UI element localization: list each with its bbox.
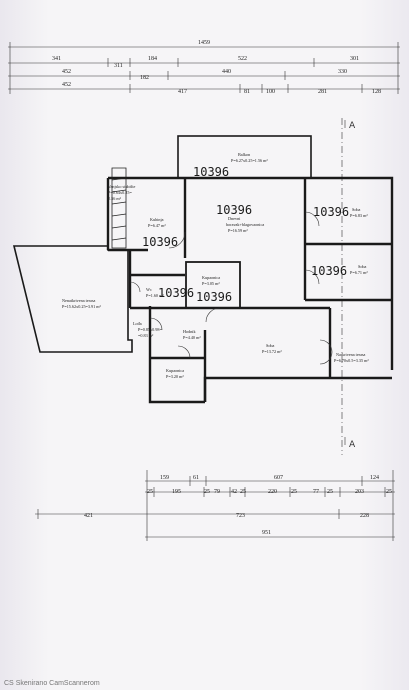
dim-label: 440 <box>222 69 231 75</box>
dim-label: 159 <box>160 475 169 481</box>
dim-label: 79 <box>214 489 220 495</box>
room-area-soba-3: P=13.72 m² <box>262 349 282 354</box>
dim-total-top: 1459 <box>198 40 210 46</box>
wall-lower-left <box>148 306 205 404</box>
room-label-kupaonica-2: Kupaonica <box>166 368 184 373</box>
room-area-soba-2: P=6.71 m² <box>350 270 368 275</box>
dim-total-bottom: 951 <box>262 530 271 536</box>
dim-label: 81 <box>244 89 250 95</box>
staircase <box>111 167 127 249</box>
room-label-balkon: Balkon <box>238 152 251 157</box>
dim-label: 77 <box>313 489 319 495</box>
room-label-soba-3: Soba <box>266 343 275 348</box>
room-label-soba-1: Soba <box>352 207 361 212</box>
dim-label: 330 <box>338 69 347 75</box>
room-label-soba-2: Soba <box>358 264 367 269</box>
handwritten-number: 10396 <box>142 235 178 249</box>
room-area-stubiste: P=0.64x0.25= <box>108 190 132 195</box>
dim-label: 195 <box>172 489 181 495</box>
room-label-terasa-lijeva: Nenatkrivena terasa <box>62 298 96 303</box>
dim-label: 220 <box>268 489 277 495</box>
room-area-balkon: P=6.27x0.25=1.56 m² <box>231 158 268 163</box>
room-area-dnevni: P=16.59 m² <box>228 228 248 233</box>
dim-ticks-top <box>9 42 399 94</box>
dim-label: 25 <box>386 489 392 495</box>
dim-label: 124 <box>370 475 379 481</box>
dim-label: 228 <box>360 513 369 519</box>
room-area-kupaonica-1: P=3.05 m² <box>202 281 220 286</box>
dim-label: 607 <box>274 475 283 481</box>
dim-label: 184 <box>148 56 157 62</box>
dim-label: 100 <box>266 89 275 95</box>
dim-label: 522 <box>238 56 247 62</box>
dim-label: 301 <box>350 56 359 62</box>
walls <box>106 135 394 404</box>
dim-label: 281 <box>318 89 327 95</box>
room-label-terasa-desna: Natkrivena terasa <box>336 352 366 357</box>
dim-label: 182 <box>140 75 149 81</box>
terrace-left-outline <box>12 245 133 353</box>
dim-label: 311 <box>114 63 123 69</box>
handwritten-number: 10396 <box>158 286 194 300</box>
handwritten-number: 10396 <box>311 264 347 278</box>
room-area-wc: P=1.60 m² <box>146 293 164 298</box>
room-label-wc: Wc <box>146 287 152 292</box>
dim-label: 341 <box>52 56 61 62</box>
room-area-terasa-desna: P=6.70x0.5=3.35 m² <box>334 358 369 363</box>
room-label-dnevni: Dnevni <box>228 216 241 221</box>
dim-ticks-bottom <box>37 470 394 541</box>
room-label-kupaonica-1: Kupaonica <box>202 275 220 280</box>
dim-label: 25 <box>147 489 153 495</box>
handwritten-number: 10396 <box>216 203 252 217</box>
outer-wall-top-right <box>108 176 394 370</box>
room-label-dnevni-2: boravak+blagovaonica <box>226 222 264 227</box>
dim-label: 61 <box>193 475 199 481</box>
dim-label: 25 <box>327 489 333 495</box>
dim-label: 421 <box>84 513 93 519</box>
door-swings <box>129 211 333 365</box>
dim-label: 42 <box>231 489 237 495</box>
camscanner-text: Skenirano CamScannerom <box>15 680 100 687</box>
camscanner-logo: CS <box>4 680 14 687</box>
dim-label: 723 <box>236 513 245 519</box>
room-area-stubiste-2: 2.56 m² <box>108 196 122 201</box>
dim-label: 25 <box>291 489 297 495</box>
handwritten-number: 10396 <box>196 290 232 304</box>
handwritten-number: 10396 <box>313 205 349 219</box>
scanner-watermark: CS Skenirano CamScannerom <box>4 680 100 687</box>
room-area-soba-1: P=6.83 m² <box>350 213 368 218</box>
room-area-hodnik: P=4.40 m² <box>183 335 201 340</box>
room-area-kupaonica-2: P=3.20 m² <box>166 374 184 379</box>
dim-label: 128 <box>372 89 381 95</box>
dim-label: 452 <box>62 69 71 75</box>
room-label-loda: Lođa <box>133 321 142 326</box>
room-label-stubiste: Vanjsko stubište <box>108 184 135 189</box>
handwritten-number: 10396 <box>193 165 229 179</box>
room-label-kuhinja: Kuhinja <box>150 217 164 222</box>
dim-label: 25 <box>240 489 246 495</box>
room-area-loda-2: =0.83 m² <box>138 333 154 338</box>
section-mark-bottom: A <box>349 440 356 450</box>
section-mark-top: A <box>349 121 356 131</box>
room-area-loda: P=0.85x0.98= <box>138 327 162 332</box>
dim-label: 417 <box>178 89 187 95</box>
room-area-kuhinja: P=6.47 m² <box>148 223 166 228</box>
room-label-hodnik: Hodnik <box>183 329 196 334</box>
dim-label: 25 <box>204 489 210 495</box>
dim-label: 203 <box>355 489 364 495</box>
dim-label: 452 <box>62 82 71 88</box>
room-area-terasa-lijeva: P=15.62x0.25=3.91 m² <box>62 304 102 309</box>
